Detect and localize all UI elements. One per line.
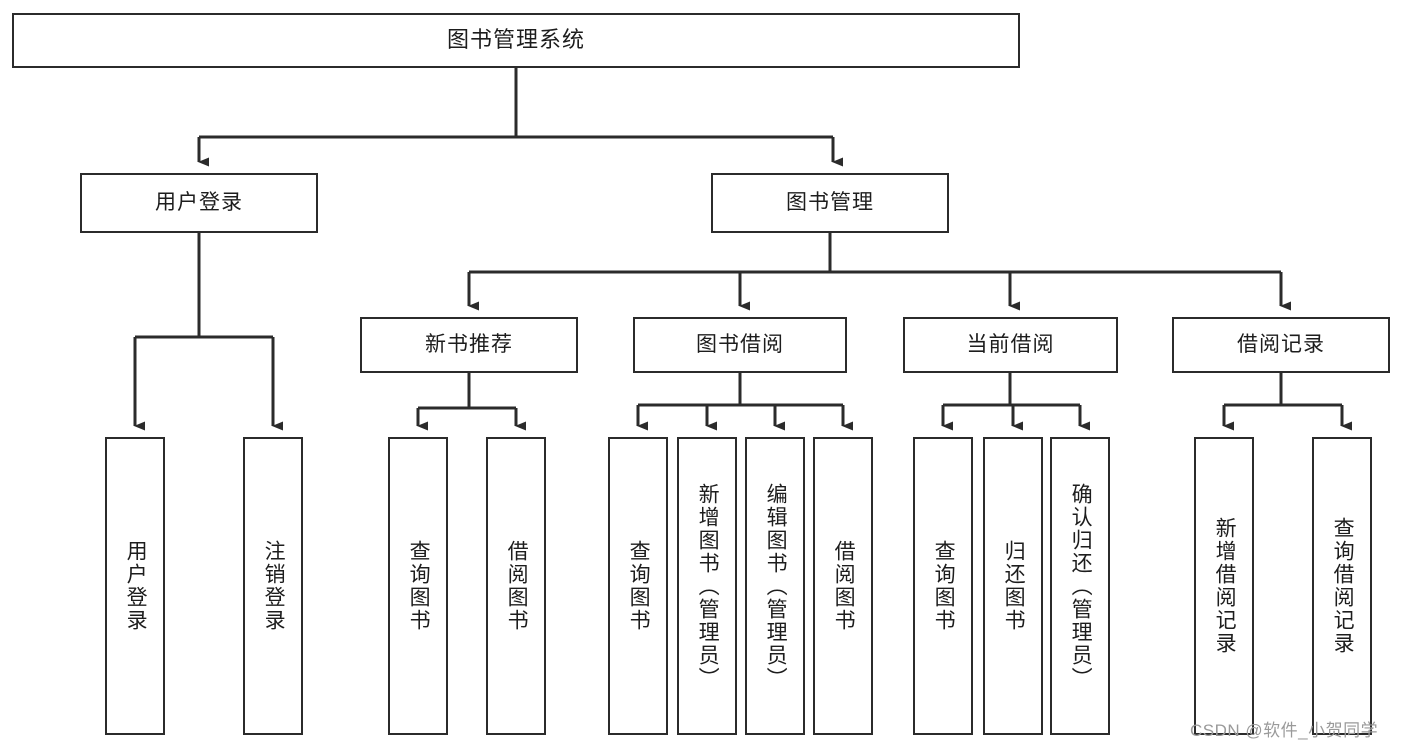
node-leaf-borrow-book-2[interactable]: 借阅图书 [813, 437, 873, 735]
node-leaf-query-borrow-record[interactable]: 查询借阅记录 [1312, 437, 1372, 735]
node-user-login-label: 用户登录 [155, 191, 243, 215]
node-leaf-user-logout-label: 注销登录 [262, 540, 286, 632]
node-leaf-query-book-3-label: 查询图书 [932, 540, 956, 632]
node-user-login[interactable]: 用户登录 [80, 173, 318, 233]
node-borrow-record-label: 借阅记录 [1237, 333, 1325, 357]
node-current-borrow[interactable]: 当前借阅 [903, 317, 1118, 373]
node-book-manage-label: 图书管理 [786, 191, 874, 215]
node-leaf-return-book[interactable]: 归还图书 [983, 437, 1043, 735]
node-root-label: 图书管理系统 [446, 27, 585, 53]
node-borrow-record[interactable]: 借阅记录 [1172, 317, 1390, 373]
node-leaf-confirm-return-admin[interactable]: 确认归还（管理员） [1050, 437, 1110, 735]
node-book-borrow-label: 图书借阅 [696, 333, 784, 357]
node-root[interactable]: 图书管理系统 [12, 13, 1020, 68]
node-leaf-return-book-label: 归还图书 [1002, 540, 1026, 632]
node-leaf-add-borrow-record[interactable]: 新增借阅记录 [1194, 437, 1254, 735]
node-leaf-add-book-admin-label: 新增图书（管理员） [696, 482, 720, 690]
node-new-book-recommend-label: 新书推荐 [425, 333, 513, 357]
node-leaf-query-borrow-record-label: 查询借阅记录 [1331, 517, 1355, 655]
node-leaf-user-login[interactable]: 用户登录 [105, 437, 165, 735]
node-leaf-borrow-book-1[interactable]: 借阅图书 [486, 437, 546, 735]
node-leaf-query-book-2-label: 查询图书 [627, 540, 651, 632]
node-leaf-confirm-return-admin-label: 确认归还（管理员） [1069, 482, 1093, 690]
node-leaf-edit-book-admin[interactable]: 编辑图书（管理员） [745, 437, 805, 735]
node-leaf-user-login-label: 用户登录 [124, 540, 148, 632]
node-leaf-borrow-book-1-label: 借阅图书 [505, 540, 529, 632]
node-leaf-query-book-2[interactable]: 查询图书 [608, 437, 668, 735]
node-book-manage[interactable]: 图书管理 [711, 173, 949, 233]
node-current-borrow-label: 当前借阅 [966, 333, 1055, 357]
node-leaf-borrow-book-2-label: 借阅图书 [832, 540, 856, 632]
node-leaf-add-borrow-record-label: 新增借阅记录 [1213, 517, 1237, 655]
node-leaf-query-book-3[interactable]: 查询图书 [913, 437, 973, 735]
node-leaf-query-book-1-label: 查询图书 [407, 540, 431, 632]
node-leaf-query-book-1[interactable]: 查询图书 [388, 437, 448, 735]
node-book-borrow[interactable]: 图书借阅 [633, 317, 847, 373]
csdn-watermark: CSDN @软件_小贺同学 [1190, 721, 1379, 740]
node-new-book-recommend[interactable]: 新书推荐 [360, 317, 578, 373]
node-leaf-edit-book-admin-label: 编辑图书（管理员） [764, 482, 788, 690]
node-leaf-user-logout[interactable]: 注销登录 [243, 437, 303, 735]
node-leaf-add-book-admin[interactable]: 新增图书（管理员） [677, 437, 737, 735]
